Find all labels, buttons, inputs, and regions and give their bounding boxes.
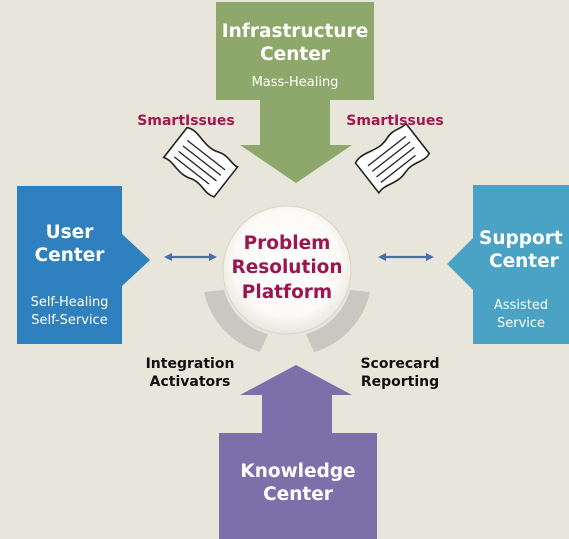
center-line2: Resolution — [231, 257, 343, 279]
center-line3: Platform — [241, 281, 333, 303]
document-icon — [162, 126, 239, 198]
user-center-box — [17, 186, 150, 344]
user-subtitle: Self-Healing Self-Service — [17, 294, 122, 329]
user-title-line1: User — [45, 222, 94, 243]
infrastructure-subtitle: Mass-Healing — [251, 75, 339, 90]
knowledge-title-line2: Center — [263, 484, 333, 506]
support-center-box — [447, 185, 569, 344]
center-circle — [222, 205, 352, 335]
user-title-line2: Center — [34, 245, 105, 267]
support-title-line2: Center — [489, 251, 559, 273]
integration-line2: Activators — [149, 373, 231, 390]
user-title: User Center — [17, 221, 122, 267]
support-title: Support Center — [473, 227, 569, 273]
integration-line1: Integration — [145, 356, 235, 372]
infrastructure-title-line1: Infrastructure — [221, 21, 369, 42]
smartissues-right-label: SmartIssues — [346, 113, 444, 129]
user-sub-line2: Self-Service — [31, 312, 108, 328]
support-sub-line2: Service — [496, 315, 546, 331]
scorecard-line2: Reporting — [360, 373, 440, 390]
support-subtitle: Assisted Service — [473, 297, 569, 332]
user-sub-line1: Self-Healing — [30, 295, 109, 310]
scorecard-reporting-label: Scorecard Reporting — [340, 356, 460, 392]
integration-arc — [204, 290, 268, 352]
knowledge-title-line1: Knowledge — [240, 461, 356, 482]
integration-activators-label: Integration Activators — [130, 356, 250, 392]
center-title: Problem Resolution Platform — [223, 232, 351, 305]
knowledge-center-box — [219, 365, 377, 539]
scorecard-arc — [306, 290, 370, 352]
document-icon — [354, 122, 431, 195]
scorecard-line1: Scorecard — [360, 356, 440, 372]
infrastructure-center-box — [216, 2, 374, 183]
knowledge-title: Knowledge Center — [219, 460, 377, 506]
infrastructure-title: Infrastructure Center — [216, 20, 374, 66]
support-title-line1: Support — [479, 228, 563, 249]
smartissues-left-label: SmartIssues — [137, 113, 235, 129]
center-line1: Problem — [243, 233, 331, 254]
infrastructure-title-line2: Center — [260, 44, 330, 66]
support-sub-line1: Assisted — [493, 298, 549, 313]
